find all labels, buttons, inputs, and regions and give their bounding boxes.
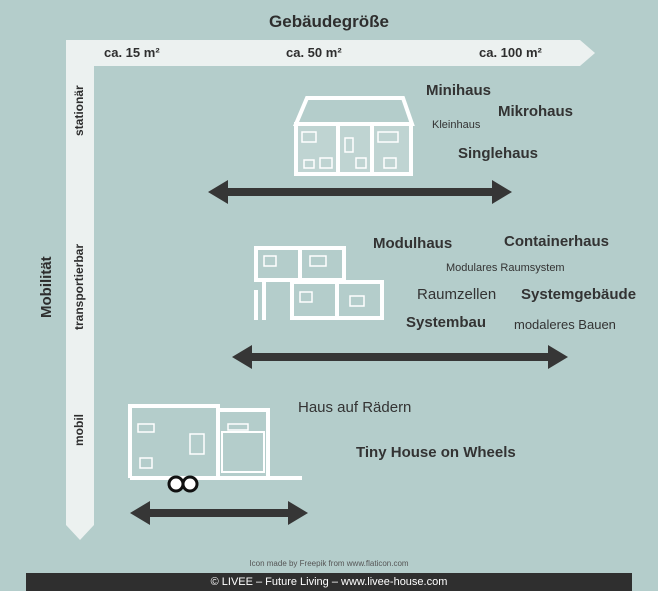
y-axis-title: Mobilität bbox=[38, 256, 55, 318]
label-singlehaus: Singlehaus bbox=[458, 145, 539, 162]
label-minihaus: Minihaus bbox=[426, 82, 492, 99]
x-axis-title: Gebäudegröße bbox=[269, 12, 389, 31]
x-tick-15: ca. 15 m² bbox=[104, 45, 160, 60]
label-modulhaus: Modulhaus bbox=[373, 235, 453, 252]
label-haus-auf-raedern: Haus auf Rädern bbox=[298, 399, 412, 416]
y-tick-mobil: mobil bbox=[72, 414, 86, 446]
range-arrow-transportierbar bbox=[232, 345, 568, 369]
y-tick-stationaer: stationär bbox=[72, 85, 86, 136]
label-containerhaus: Containerhaus bbox=[504, 233, 610, 250]
label-tiny-house: Tiny House on Wheels bbox=[356, 444, 516, 461]
y-tick-transportierbar: transportierbar bbox=[72, 243, 86, 330]
label-systemgebaeude: Systemgebäude bbox=[521, 286, 637, 303]
x-axis-arrow bbox=[66, 40, 595, 66]
range-arrow-stationaer bbox=[208, 180, 512, 204]
label-modulares-raumsystem: Modulares Raumsystem bbox=[446, 262, 565, 274]
label-raumzellen: Raumzellen bbox=[417, 286, 497, 303]
label-systembau: Systembau bbox=[406, 314, 487, 331]
x-tick-50: ca. 50 m² bbox=[286, 45, 342, 60]
house-icon-stationaer bbox=[292, 96, 415, 176]
label-modulares-bauen: modaleres Bauen bbox=[514, 317, 616, 332]
icon-credit: Icon made by Freepik from www.flaticon.c… bbox=[249, 559, 409, 568]
tiny-house-icon bbox=[128, 404, 302, 493]
footer-bar: © LIVEE – Future Living – www.livee-hous… bbox=[26, 573, 632, 591]
y-axis-arrow bbox=[66, 40, 94, 540]
label-kleinhaus: Kleinhaus bbox=[432, 119, 481, 131]
modular-house-icon bbox=[254, 246, 384, 320]
label-mikrohaus: Mikrohaus bbox=[498, 103, 574, 120]
range-arrow-mobil bbox=[130, 501, 308, 525]
x-tick-100: ca. 100 m² bbox=[479, 45, 542, 60]
